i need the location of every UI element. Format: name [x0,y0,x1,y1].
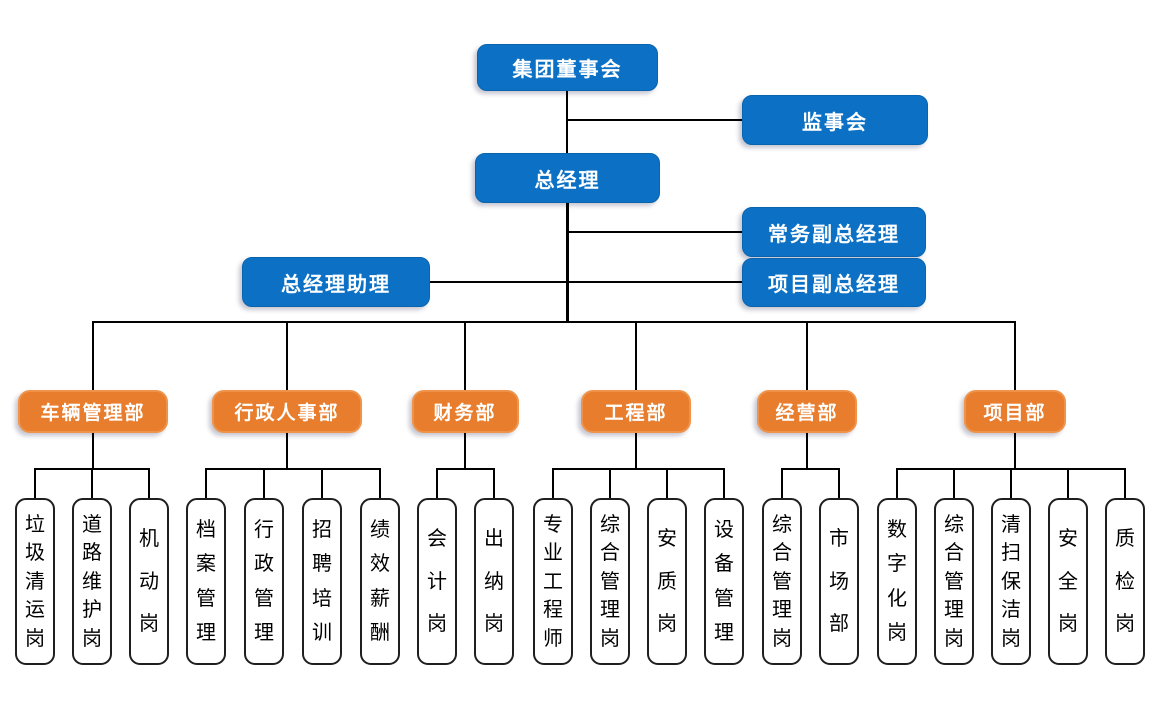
position-box: 设备管理 [704,498,744,665]
connector-dept-stub [286,433,288,468]
position-box: 综合管理岗 [762,498,802,665]
dept-box: 工程部 [581,390,691,433]
connector-child-rail [552,468,725,470]
connector-to-executive-deputy-gm [568,231,742,233]
position-box: 绩效薪酬 [360,498,400,665]
connector-rail-to-position [263,468,265,498]
connector-main-rail [92,321,1016,323]
connector-rail-to-position [723,468,725,498]
position-box: 垃圾清运岗 [15,498,55,665]
connector-rail-to-position [205,468,207,498]
position-box: 机动岗 [129,498,169,665]
connector-rail-to-position [953,468,955,498]
connector-rail-to-dept [92,322,94,390]
connector-rail-to-position [493,468,495,498]
dept-box: 经营部 [757,390,857,433]
node-gm-assistant: 总经理助理 [242,257,430,307]
connector-rail-to-dept [286,322,288,390]
connector-rail-to-position [321,468,323,498]
position-box: 行政管理 [244,498,284,665]
connector-child-rail [205,468,381,470]
connector-to-supervisory-board [567,119,742,121]
connector-rail-to-position [34,468,36,498]
dept-box: 车辆管理部 [18,390,168,433]
connector-rail-to-position [436,468,438,498]
connector-rail-to-position [609,468,611,498]
position-box: 数字化岗 [877,498,917,665]
connector-rail-to-position [1124,468,1126,498]
position-box: 安全岗 [1048,498,1088,665]
connector-rail-to-position [838,468,840,498]
position-box: 专业工程师 [533,498,573,665]
connector-rail-to-dept [464,322,466,390]
connector-rail-to-position [148,468,150,498]
connector-rail-to-dept [635,322,637,390]
connector-rail-to-dept [806,322,808,390]
position-box: 出纳岗 [474,498,514,665]
connector-rail-to-position [552,468,554,498]
position-box: 质检岗 [1105,498,1145,665]
position-box: 档案管理 [186,498,226,665]
connector-rail-to-position [781,468,783,498]
position-box: 会计岗 [417,498,457,665]
position-box: 招聘培训 [302,498,342,665]
position-box: 综合管理岗 [934,498,974,665]
connector-rail-to-dept [1014,322,1016,390]
connector-rail-to-position [91,468,93,498]
connector-dept-stub [635,433,637,468]
dept-box: 项目部 [964,390,1066,433]
connector-rail-to-position [1010,468,1012,498]
position-box: 综合管理岗 [590,498,630,665]
connector-assistant-to-project-deputy-gm [430,281,742,283]
connector-child-rail [781,468,840,470]
connector-rail-to-position [896,468,898,498]
node-executive-deputy-gm: 常务副总经理 [742,207,926,257]
position-box: 道路维护岗 [72,498,112,665]
node-project-deputy-gm: 项目副总经理 [742,258,926,307]
dept-box: 财务部 [411,390,519,433]
connector-dept-stub [464,433,466,468]
connector-dept-stub [806,433,808,468]
connector-board-to-gm [566,91,568,153]
node-general-manager: 总经理 [475,153,660,203]
connector-child-rail [436,468,495,470]
connector-rail-to-position [666,468,668,498]
node-board-of-directors: 集团董事会 [477,44,658,91]
node-supervisory-board: 监事会 [742,95,928,145]
connector-gm-trunk [566,203,569,322]
position-box: 安质岗 [647,498,687,665]
position-box: 市场部 [819,498,859,665]
connector-rail-to-position [379,468,381,498]
connector-rail-to-position [1067,468,1069,498]
position-box: 清扫保洁岗 [991,498,1031,665]
connector-dept-stub [92,433,94,468]
connector-dept-stub [1014,433,1016,468]
dept-box: 行政人事部 [212,390,362,433]
